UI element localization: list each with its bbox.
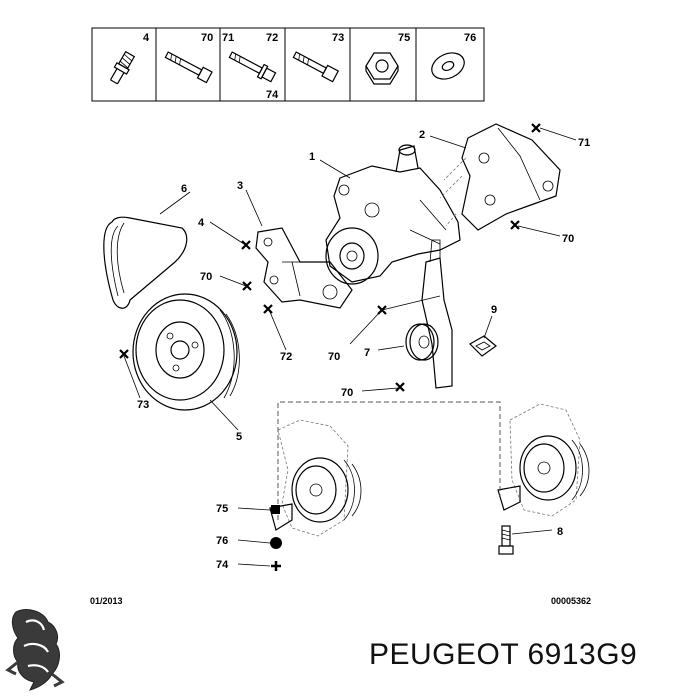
callout-7: 7 — [364, 347, 370, 359]
callout-75: 75 — [216, 503, 228, 515]
steering-pump-part — [325, 144, 461, 285]
peugeot-lion-logo — [5, 609, 65, 691]
legend-label-70: 70 — [201, 32, 213, 44]
detail-view-left — [269, 419, 362, 537]
callout-70-upper: 70 — [562, 233, 574, 245]
callout-4: 4 — [198, 217, 205, 229]
legend-label-72: 72 — [266, 32, 278, 44]
detail-view-right — [497, 403, 590, 517]
legend-label-74: 74 — [266, 89, 279, 101]
washer-marker-76 — [270, 537, 282, 549]
mounting-bracket-part — [461, 123, 561, 231]
main-assembly: 1 2 3 4 6 70 71 70 72 73 5 70 7 70 9 75 … — [90, 123, 591, 606]
nut-marker-75 — [271, 505, 280, 514]
clip-part — [469, 335, 497, 357]
leader-lines — [123, 127, 577, 567]
legend-label-71: 71 — [222, 32, 234, 44]
brand-caption: PEUGEOT 6913G9 — [369, 638, 638, 671]
callout-73: 73 — [137, 399, 149, 411]
drive-belt-part — [103, 216, 188, 309]
diagram-reference: 00005362 — [551, 596, 591, 606]
callout-70-lower: 70 — [341, 387, 353, 399]
legend-label-4: 4 — [143, 32, 150, 44]
stud-bolt-icon — [110, 50, 136, 85]
bracket-part — [255, 227, 353, 309]
callout-71: 71 — [578, 137, 590, 149]
diagram-date: 01/2013 — [90, 596, 123, 606]
callout-74: 74 — [216, 559, 229, 571]
callout-72: 72 — [280, 351, 292, 363]
long-bolt-icon — [164, 51, 213, 84]
tensioner-part — [405, 239, 453, 389]
stud-marker-74 — [271, 561, 281, 571]
callout-1: 1 — [309, 151, 315, 163]
callout-70-tensioner: 70 — [328, 351, 340, 363]
detail-reference-line — [277, 401, 501, 520]
callout-3: 3 — [237, 180, 243, 192]
callout-5: 5 — [236, 431, 242, 443]
hex-nut-icon — [365, 52, 399, 85]
callout-2: 2 — [419, 129, 425, 141]
callout-76: 76 — [216, 535, 228, 547]
hardware-legend: 4 70 71 72 74 73 75 76 — [91, 27, 485, 102]
bolt-part — [498, 525, 514, 555]
hex-bolt-icon — [292, 51, 340, 83]
callout-8: 8 — [557, 526, 563, 538]
callout-70-bracket: 70 — [200, 271, 212, 283]
flange-bolt-icon — [228, 51, 277, 83]
legend-label-73: 73 — [332, 32, 344, 44]
legend-label-75: 75 — [398, 32, 410, 44]
washer-icon — [431, 52, 465, 80]
legend-label-76: 76 — [464, 32, 476, 44]
callout-6: 6 — [181, 183, 187, 195]
callout-9: 9 — [491, 304, 497, 316]
pulley-part — [132, 293, 240, 411]
